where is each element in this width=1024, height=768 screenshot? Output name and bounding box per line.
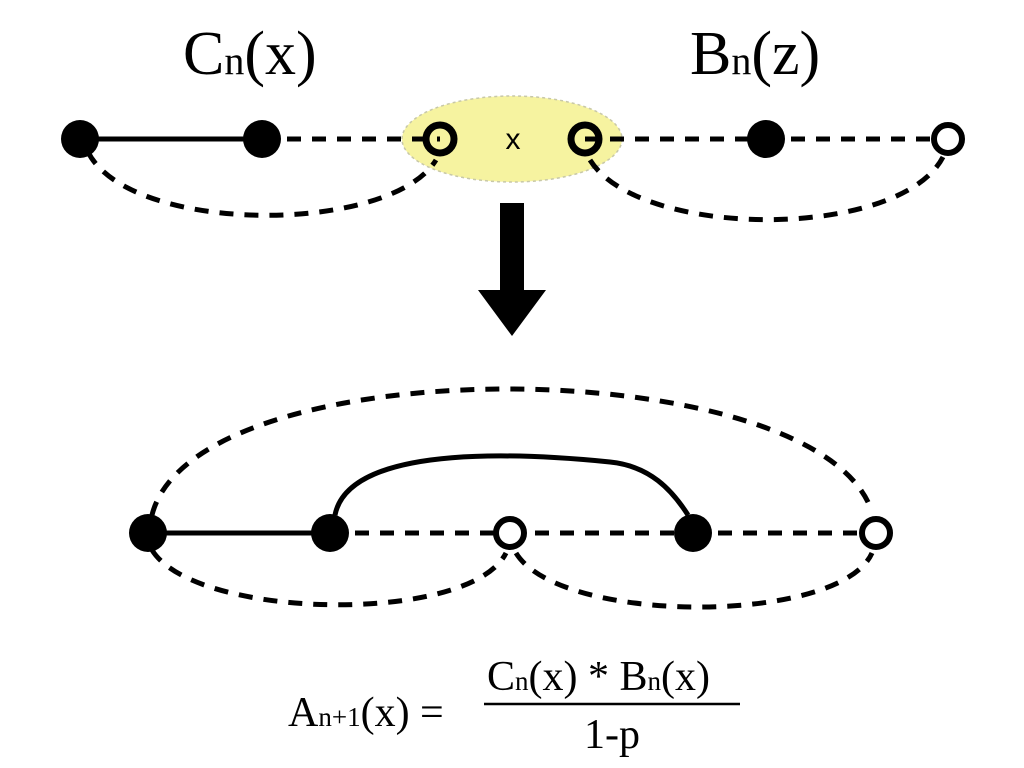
node-hollow (931, 122, 965, 156)
top-graph-nodes (61, 120, 965, 158)
formula-denominator: 1-p (584, 712, 640, 758)
node-hollow (859, 516, 893, 550)
formula-lhs: An+1(x) = (288, 690, 444, 736)
node-hollow (493, 516, 527, 550)
node-filled (61, 120, 99, 158)
b-label: Bn(z) (690, 20, 820, 88)
down-arrow-icon (478, 203, 546, 336)
node-hollow (567, 121, 603, 157)
edge-curved-dashed (85, 150, 439, 218)
formula-numerator: Cn(x) * Bn(x) (487, 654, 710, 700)
merge-marker: x (506, 123, 521, 156)
c-label: Cn(x) (183, 20, 317, 88)
edge-curved-dashed (149, 548, 509, 608)
node-filled (674, 514, 712, 552)
node-hollow (422, 121, 458, 157)
edge-curved-dashed (587, 155, 946, 223)
node-filled (129, 514, 167, 552)
bottom-graph-edges (148, 386, 875, 610)
edge-curved-solid (332, 453, 691, 517)
edge-curved-dashed (513, 551, 875, 610)
edge-curved-dashed (149, 386, 875, 516)
node-filled (311, 514, 349, 552)
top-graph-edges (80, 136, 947, 223)
formula: An+1(x) = Cn(x) * Bn(x) 1-p (288, 654, 740, 758)
node-filled (243, 120, 281, 158)
bottom-graph-nodes (129, 514, 893, 552)
node-filled (747, 120, 785, 158)
